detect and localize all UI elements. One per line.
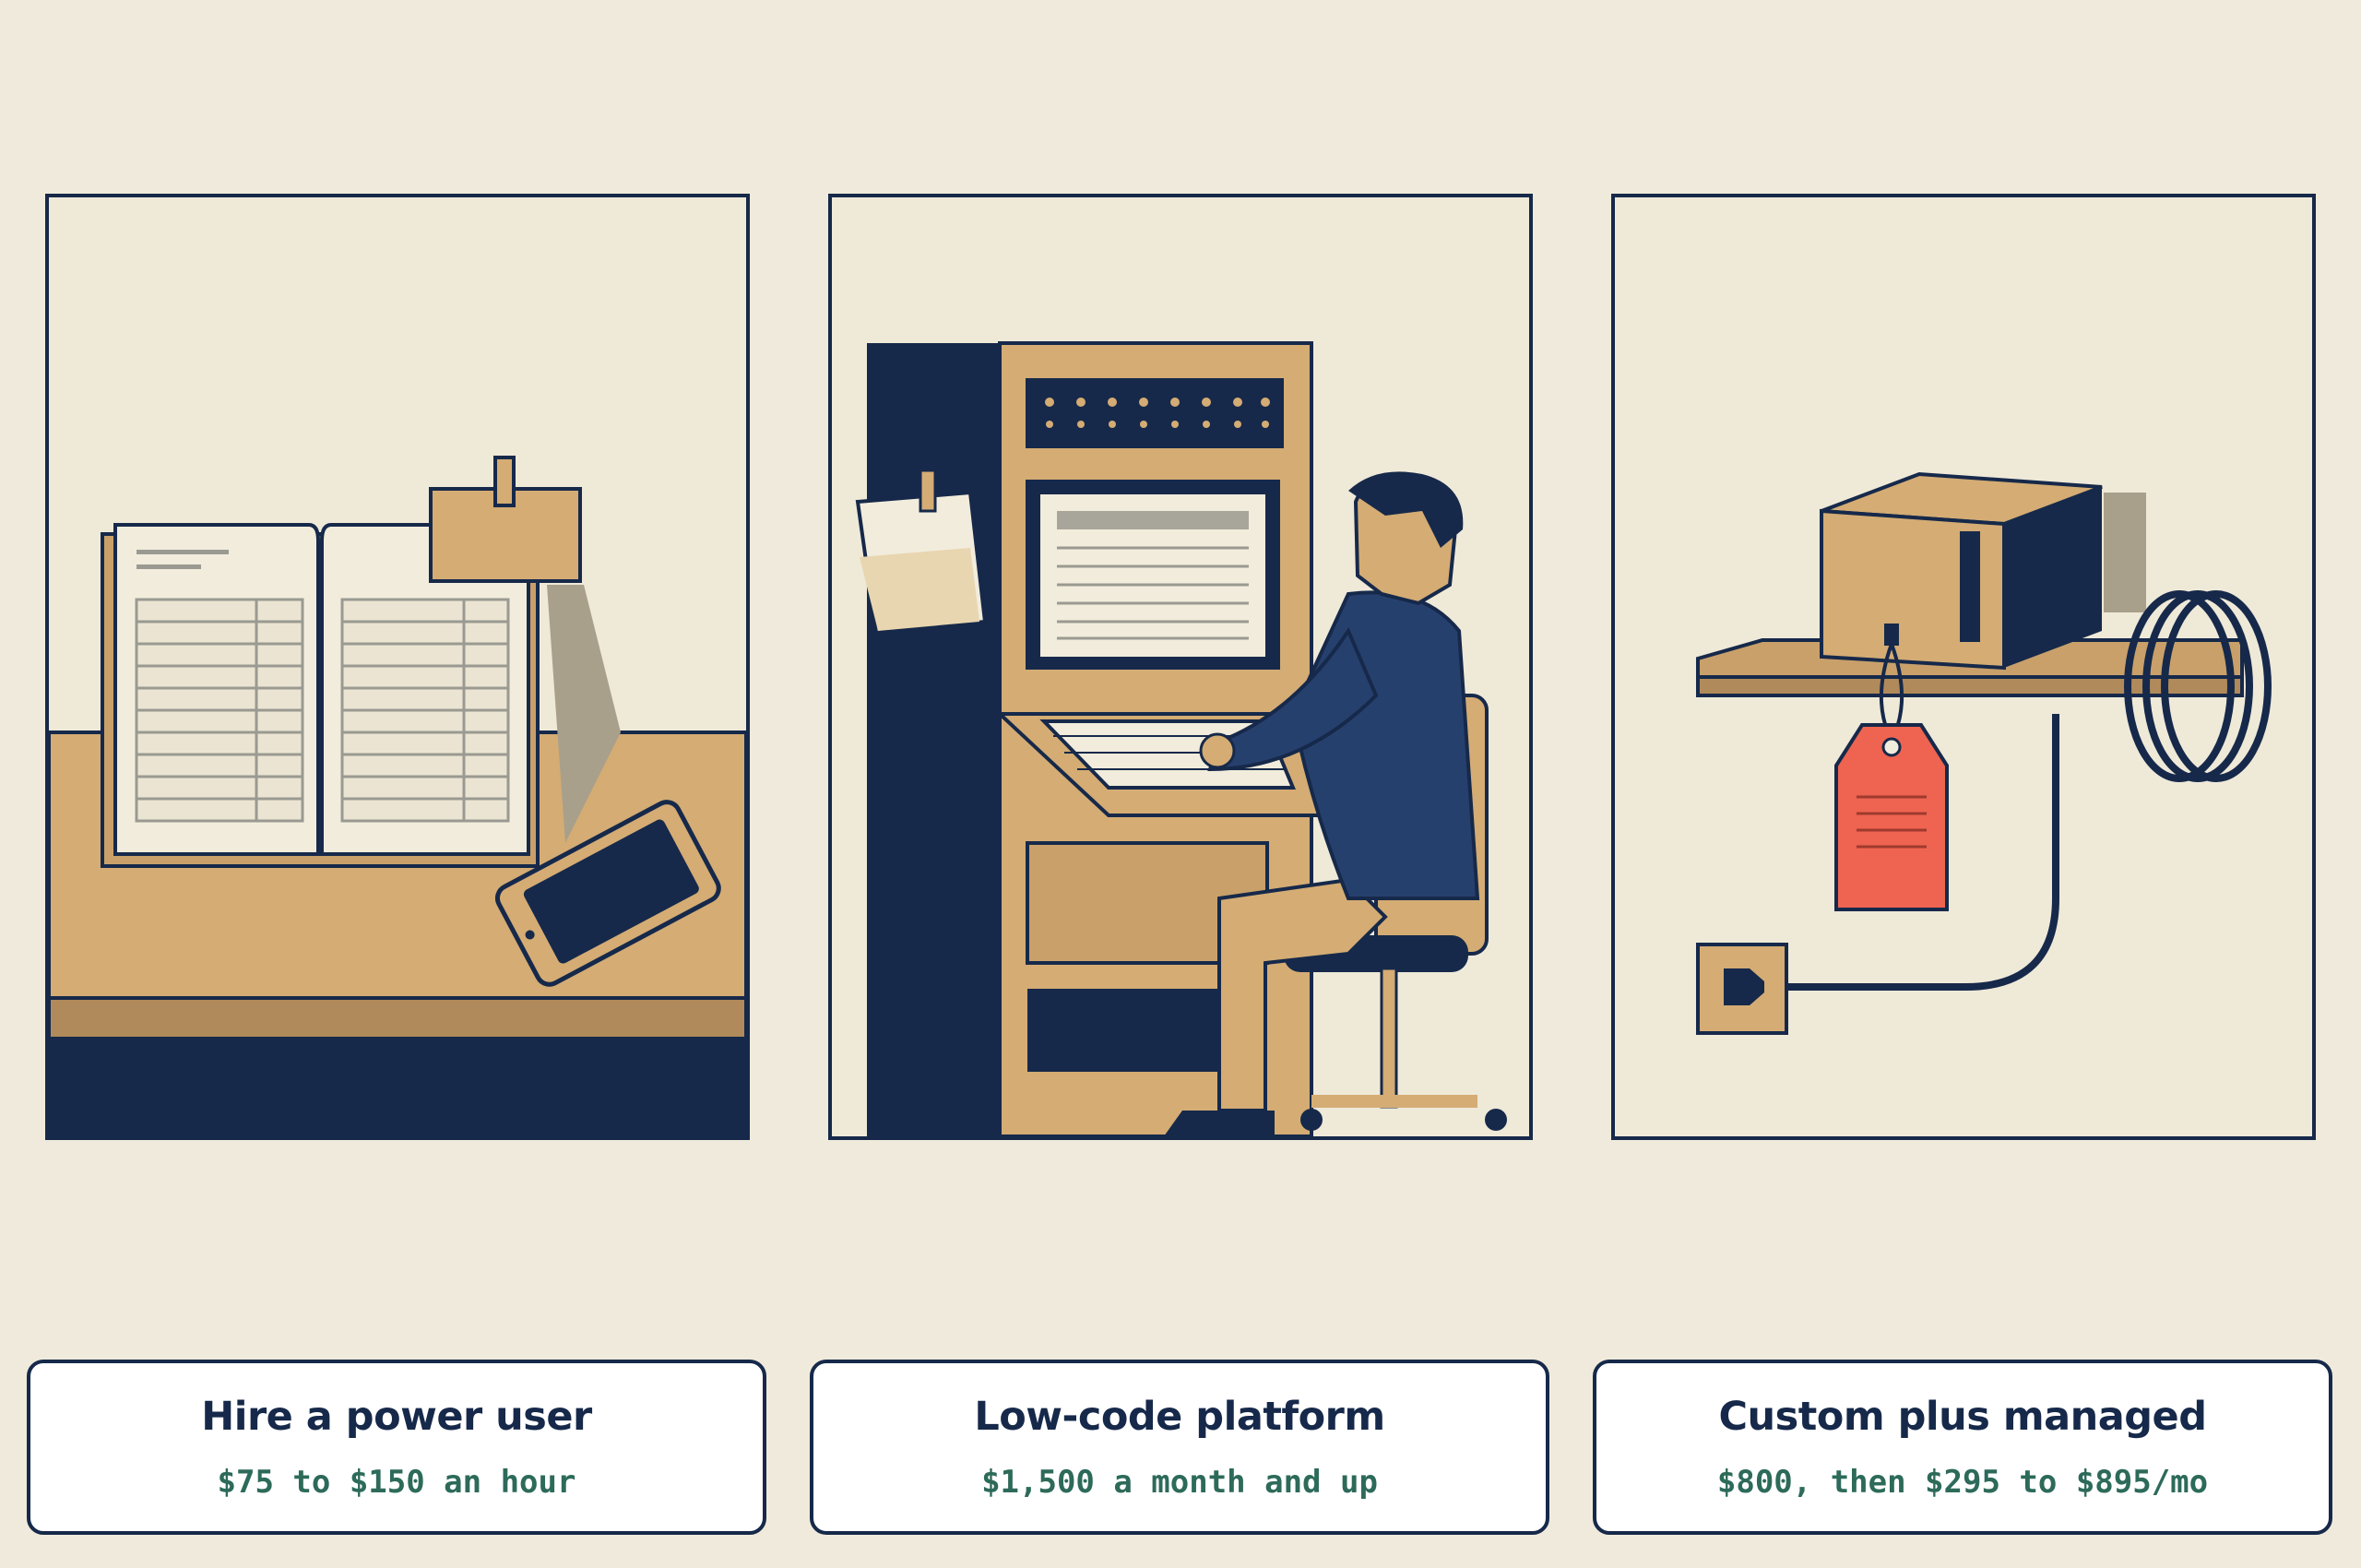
terminal-illustration <box>855 341 1507 1136</box>
ledger-grid-left <box>135 598 304 823</box>
illustration-low-code <box>828 194 1533 1140</box>
option-price: $1,500 a month and up <box>981 1464 1378 1501</box>
tape-icon <box>919 469 937 513</box>
price-tag-icon <box>1834 723 1949 911</box>
option-card-power-user: Hire a power user $75 to $150 an hour <box>27 1360 766 1535</box>
illustration-custom-managed <box>1611 194 2316 1140</box>
note-clip <box>493 456 516 507</box>
desk-base <box>49 1039 746 1136</box>
book-shadow <box>547 585 621 843</box>
phone-icon <box>494 800 721 987</box>
ledger-grid-right <box>340 598 510 823</box>
option-price: $800, then $295 to $895/mo <box>1716 1464 2209 1501</box>
desk-edge <box>49 996 746 1040</box>
option-price: $75 to $150 an hour <box>217 1464 576 1501</box>
option-title: Custom plus managed <box>1718 1394 2207 1440</box>
option-card-custom-managed: Custom plus managed $800, then $295 to $… <box>1593 1360 2332 1535</box>
cable-coil-icon <box>2124 590 2272 782</box>
dark-wall <box>867 343 1005 1136</box>
option-title: Low-code platform <box>974 1394 1385 1440</box>
option-title: Hire a power user <box>201 1394 592 1440</box>
option-card-low-code: Low-code platform $1,500 a month and up <box>810 1360 1549 1535</box>
person-figure <box>1164 471 1507 1136</box>
status-lights <box>1045 398 1270 428</box>
illustration-power-user <box>45 194 750 1140</box>
power-cable <box>1762 714 2059 991</box>
led-panel <box>1026 378 1284 448</box>
box-side <box>2004 487 2102 668</box>
device-illustration <box>1696 471 2272 1035</box>
ledger-desk-illustration <box>49 456 746 1136</box>
plug-icon <box>1724 968 1764 1005</box>
